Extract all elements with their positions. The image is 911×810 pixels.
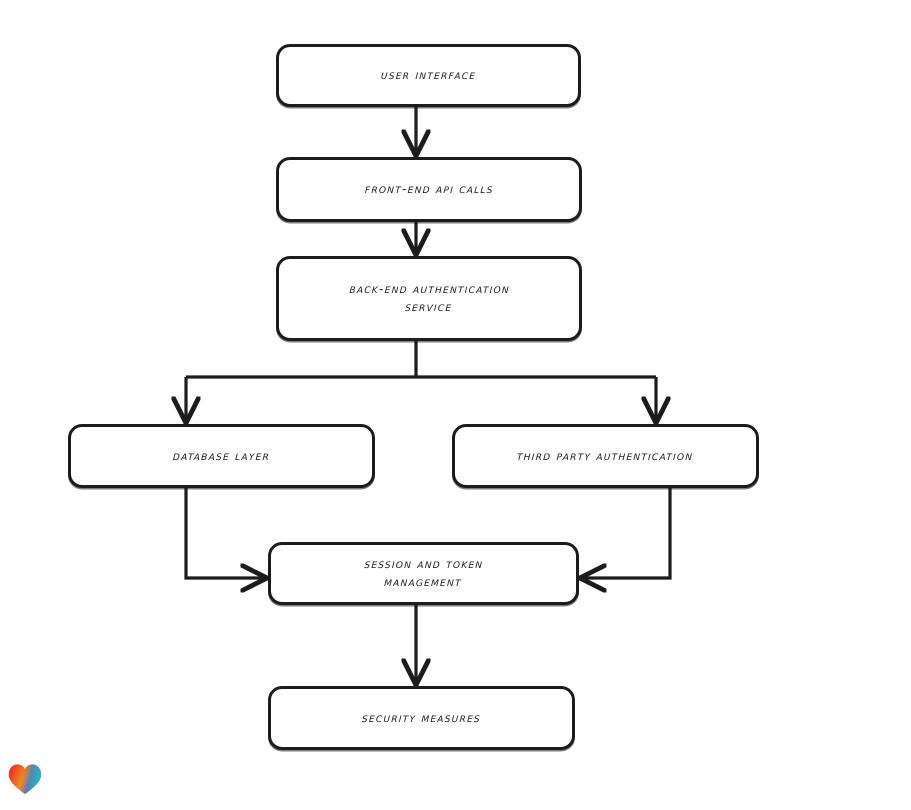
node-frontend-api-calls-label: Front-End API Calls (364, 181, 494, 197)
node-security-measures-label: Security Measures (361, 709, 482, 725)
node-frontend-api-calls[interactable]: Front-End API Calls (276, 157, 582, 222)
node-user-interface[interactable]: User Interface (276, 44, 581, 107)
edge-database-to-session (184, 488, 264, 578)
node-backend-authentication-service[interactable]: Back-End Authentication Service (276, 256, 582, 341)
node-session-and-token-management-label: Session And Token Management (364, 556, 484, 590)
node-security-measures[interactable]: Security Measures (268, 686, 575, 750)
node-session-and-token-management[interactable]: Session And Token Management (268, 542, 579, 605)
node-user-interface-label: User Interface (380, 67, 477, 83)
edge-thirdparty-to-session (583, 488, 672, 578)
node-database-layer-label: Database Layer (172, 447, 271, 463)
node-backend-authentication-service-label: Back-End Authentication Service (348, 281, 511, 315)
node-database-layer[interactable]: Database Layer (68, 424, 375, 488)
node-third-party-authentication-label: Third Party Authentication (516, 447, 695, 463)
heart-icon (8, 764, 42, 795)
node-third-party-authentication[interactable]: Third Party Authentication (452, 424, 759, 488)
